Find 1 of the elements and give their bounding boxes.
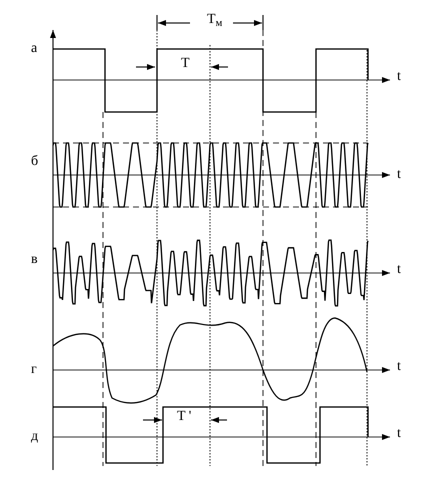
axis-label: T$_{м}$ [206,13,224,27]
